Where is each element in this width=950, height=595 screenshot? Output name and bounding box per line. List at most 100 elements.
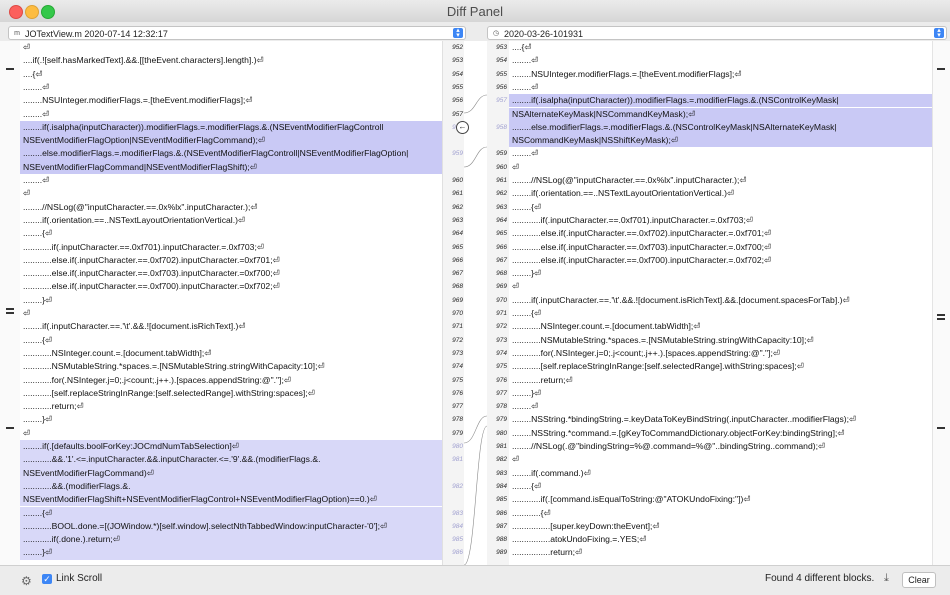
code-line[interactable]: ............else.if(.inputCharacter.==.0… [512, 241, 772, 252]
code-line[interactable]: ........⏎ [512, 81, 539, 92]
code-line[interactable]: ............NSMutableString.*spaces.=.[N… [512, 334, 814, 345]
code-line[interactable]: ............NSInteger.count.=.[document.… [512, 321, 701, 332]
code-line[interactable]: ........{⏎ [512, 308, 542, 318]
code-line[interactable]: ⏎ [23, 42, 31, 52]
right-minimap[interactable] [932, 41, 950, 565]
code-line[interactable]: ........{⏎ [512, 480, 542, 491]
code-line[interactable]: ................atokUndoFixing.=.YES;⏎ [512, 534, 647, 545]
code-line[interactable]: ........if(.inputCharacter.==.'\t'.&&.![… [512, 294, 850, 305]
merge-arrow-icon[interactable]: ← [456, 121, 469, 134]
code-line[interactable]: NSAlternateKeyMask|NSCommandKeyMask);⏎ [509, 107, 933, 121]
line-number: 978 [496, 403, 507, 411]
code-line[interactable]: ............else.if(.inputCharacter.==.0… [512, 228, 772, 239]
gear-icon[interactable]: ⚙ [21, 574, 32, 588]
code-line[interactable]: ............&&.(modifierFlags.&. [20, 479, 442, 494]
code-line[interactable]: ............else.if(.inputCharacter.==.0… [23, 254, 280, 265]
line-number: 972 [496, 323, 507, 331]
code-line[interactable]: ............return;⏎ [512, 374, 573, 385]
code-line[interactable]: ............for(.NSInteger.j=0;.j<count;… [512, 347, 781, 358]
line-number: 962 [452, 203, 463, 211]
code-line[interactable]: ............&&.'1'.<=.inputCharacter.&&.… [20, 453, 442, 467]
code-line[interactable]: ........}⏎ [512, 268, 542, 279]
code-line[interactable]: ............[self.replaceStringInRange:[… [512, 361, 804, 372]
code-line[interactable]: ........⏎ [23, 108, 50, 119]
code-line[interactable]: NSEventModifierFlagCommand)⏎ [20, 466, 442, 480]
left-minimap[interactable] [0, 41, 21, 565]
code-line[interactable]: ⏎ [23, 308, 31, 318]
code-line[interactable]: ⏎ [512, 454, 520, 465]
code-line[interactable]: ............if(.inputCharacter.==.0xf701… [23, 241, 265, 252]
code-line[interactable]: ⏎ [512, 281, 520, 292]
code-line[interactable]: NSEventModifierFlagCommand|NSEventModifi… [20, 160, 442, 174]
code-line[interactable]: ........if(.command.)⏎ [512, 467, 591, 478]
code-line[interactable]: ........if(.orientation.==..NSTextLayout… [23, 214, 246, 225]
line-number: 985 [496, 496, 507, 504]
code-line[interactable]: ........NSUInteger.modifierFlags.=.[theE… [23, 95, 253, 106]
code-line[interactable]: ....{⏎ [512, 42, 532, 52]
right-file-selector[interactable]: ◷ 2020-03-26-101931 ▴▾ [487, 26, 947, 40]
code-line[interactable]: ⏎ [512, 161, 520, 172]
link-scroll-label: Link Scroll [56, 573, 103, 584]
code-line[interactable]: ........{⏎ [23, 228, 53, 239]
code-line[interactable]: ............for(.NSInteger.j=0;.j<count;… [23, 374, 292, 385]
line-number: 969 [452, 296, 463, 304]
code-line[interactable]: ........⏎ [23, 81, 50, 92]
code-line[interactable]: ................[super.keyDown:theEvent]… [512, 520, 660, 531]
code-line[interactable]: ............if(.inputCharacter.==.0xf701… [512, 214, 754, 225]
code-line[interactable]: NSEventModifierFlagShift+NSEventModifier… [20, 493, 442, 507]
title-bar: Diff Panel [0, 0, 950, 23]
code-line[interactable]: ............NSInteger.count.=.[document.… [23, 347, 212, 358]
code-line[interactable]: ........⏎ [512, 401, 539, 412]
right-code-pane[interactable]: ....{⏎ ........⏎ ........NSUInteger.modifi… [509, 41, 933, 565]
code-line[interactable]: ............if(.[command.isEqualToString… [512, 494, 751, 505]
link-scroll-checkbox[interactable]: ✓ [42, 574, 52, 584]
clear-button[interactable]: Clear [902, 572, 936, 588]
code-line[interactable]: ........}⏎ [23, 414, 53, 425]
code-line[interactable]: ........//NSLog(.@"bindingString=%@.comm… [512, 441, 826, 451]
code-line[interactable]: ............else.if(.inputCharacter.==.0… [512, 254, 772, 265]
code-line[interactable]: ............if(.done.).return;⏎ [20, 533, 442, 547]
left-file-selector[interactable]: m JOTextView.m 2020-07-14 12:32:17 ▴▾ [8, 26, 466, 40]
line-number: 954 [452, 70, 463, 78]
code-line[interactable]: ........NSString.*bindingString.=.keyDat… [512, 414, 857, 425]
code-line[interactable]: ....if(.![self.hasMarkedText].&&.[[theEv… [23, 55, 264, 66]
code-line[interactable]: ............BOOL.done.=[(JOWindow.*)[sel… [20, 519, 442, 534]
code-line[interactable]: ........NSString.*command.=.[gKeyToComma… [512, 427, 845, 438]
code-line[interactable]: ........NSUInteger.modifierFlags.=.[theE… [512, 68, 742, 79]
code-line[interactable]: ........}⏎ [20, 546, 442, 560]
code-line[interactable]: ............return;⏎ [23, 401, 84, 412]
minimize-button[interactable] [25, 5, 39, 19]
zoom-button[interactable] [41, 5, 55, 19]
code-line[interactable]: ........⏎ [512, 148, 539, 159]
close-button[interactable] [9, 5, 23, 19]
code-line[interactable]: ........{⏎ [512, 201, 542, 212]
code-line[interactable]: ........else.modifierFlags.=.modifierFla… [20, 147, 442, 161]
code-line[interactable]: ⏎ [23, 427, 31, 438]
code-line[interactable]: NSEventModifierFlagOption|NSEventModifie… [20, 134, 442, 148]
code-line[interactable]: ........if(.orientation.==..NSTextLayout… [512, 188, 735, 199]
code-line[interactable]: ........⏎ [23, 175, 50, 185]
code-line[interactable]: ........else.modifierFlags.=.modifierFla… [509, 120, 933, 135]
code-line[interactable]: ........if(.[defaults.boolForKey:JOCmdNu… [20, 440, 442, 454]
left-code-pane[interactable]: ⏎ ....if(.![self.hasMarkedText].&&.[[theE… [20, 41, 442, 565]
download-icon[interactable]: ⤓ [884, 572, 889, 584]
code-line[interactable]: ........{⏎ [23, 334, 53, 345]
code-line[interactable]: ............[self.replaceStringInRange:[… [23, 387, 315, 398]
code-line[interactable]: ........}⏎ [23, 294, 53, 305]
code-line[interactable]: ....{⏎ [23, 68, 43, 79]
code-line[interactable]: ............else.if(.inputCharacter.==.0… [23, 281, 280, 292]
code-line[interactable]: ........if(.inputCharacter.==.'\t'.&&.![… [23, 321, 246, 332]
code-line[interactable]: ⏎ [23, 188, 31, 199]
code-line[interactable]: ............NSMutableString.*spaces.=.[N… [23, 361, 325, 372]
code-line[interactable]: ........}⏎ [512, 387, 542, 398]
code-line[interactable]: ........⏎ [512, 55, 539, 66]
code-line[interactable]: NSCommandKeyMask|NSShiftKeyMask);⏎ [509, 134, 933, 148]
code-line[interactable]: ........if(.isalpha(inputCharacter)).mod… [509, 94, 933, 108]
code-line[interactable]: ................return;⏎ [512, 547, 583, 558]
code-line[interactable]: ........if(.isalpha(inputCharacter)).mod… [20, 120, 442, 135]
code-line[interactable]: ............else.if(.inputCharacter.==.0… [23, 268, 280, 279]
code-line[interactable]: ........//NSLog(@"inputCharacter.==.0x%l… [512, 175, 747, 185]
code-line[interactable]: ........{⏎ [20, 506, 442, 520]
code-line[interactable]: ........//NSLog(@"inputCharacter.==.0x%l… [23, 201, 258, 212]
code-line[interactable]: ............{⏎ [512, 507, 551, 518]
